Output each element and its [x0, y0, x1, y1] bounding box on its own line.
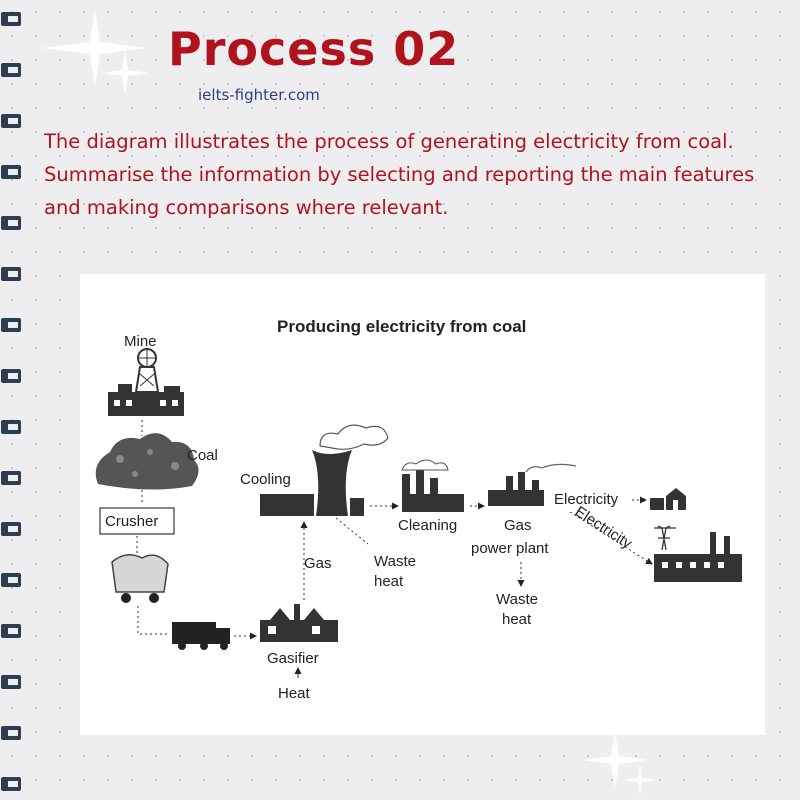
- diagram-canvas: Producing electricity from coal Mine Coa…: [95, 317, 742, 702]
- binding-hole: [8, 577, 18, 583]
- flow-arrow: [335, 517, 369, 545]
- gasifier-icon: [260, 604, 338, 642]
- prompt-line-2: Summarise the information by selecting a…: [44, 163, 755, 219]
- flow-arrow: [137, 606, 168, 635]
- binding-hole: [8, 424, 18, 430]
- label-gas-power-plant-b: power plant: [471, 540, 549, 557]
- label-waste-heat-1a: Waste: [374, 553, 416, 570]
- coal-pile-icon: [95, 433, 199, 490]
- sparkle-icon: [101, 51, 149, 95]
- binding-hole: [8, 271, 18, 277]
- gas-power-plant-icon: [488, 463, 577, 506]
- prompt-line-1: The diagram illustrates the process of g…: [44, 130, 734, 153]
- label-waste-heat-2a: Waste: [496, 591, 538, 608]
- binding-hole: [8, 628, 18, 634]
- label-electricity-1: Electricity: [554, 491, 619, 508]
- label-cooling: Cooling: [240, 471, 291, 488]
- process-diagram: Producing electricity from coal Mine Coa…: [80, 274, 765, 735]
- cleaning-plant-icon: [401, 459, 464, 512]
- label-crusher: Crusher: [105, 513, 158, 530]
- binding-hole: [8, 373, 18, 379]
- coal-cart-icon: [111, 554, 169, 603]
- label-gas: Gas: [304, 555, 332, 572]
- crusher-box: [99, 507, 175, 535]
- cooling-tower-icon: [260, 424, 389, 516]
- binding-hole: [8, 322, 18, 328]
- label-gas-power-plant-a: Gas: [504, 517, 532, 534]
- binding-hole: [8, 169, 18, 175]
- binding-hole: [8, 67, 18, 73]
- label-mine: Mine: [124, 333, 157, 350]
- factory-icon: [654, 525, 742, 582]
- label-cleaning: Cleaning: [398, 517, 457, 534]
- label-coal: Coal: [187, 447, 218, 464]
- binding-hole: [8, 679, 18, 685]
- sparkle-icon: [582, 732, 648, 788]
- page-title: Process 02: [168, 22, 460, 76]
- binding-hole: [8, 781, 18, 787]
- truck-icon: [172, 622, 230, 650]
- binding-hole: [8, 220, 18, 226]
- house-icon: [650, 488, 686, 510]
- label-electricity-2: Electricity: [572, 503, 635, 552]
- binding-hole: [8, 475, 18, 481]
- sparkle-icon: [621, 763, 659, 797]
- mine-icon: [108, 348, 184, 416]
- binding-hole: [8, 526, 18, 532]
- label-gasifier: Gasifier: [267, 650, 319, 667]
- flow-arrow: [569, 511, 653, 565]
- spiral-binding: [1, 12, 21, 791]
- binding-hole: [8, 118, 18, 124]
- label-waste-heat-1b: heat: [374, 573, 404, 590]
- label-waste-heat-2b: heat: [502, 611, 532, 628]
- sparkle-icon: [42, 10, 148, 86]
- label-heat: Heat: [278, 685, 311, 702]
- binding-hole: [8, 16, 18, 22]
- website-label: ielts-fighter.com: [198, 86, 320, 104]
- binding-hole: [8, 730, 18, 736]
- task-prompt: The diagram illustrates the process of g…: [44, 125, 794, 224]
- diagram-title: Producing electricity from coal: [277, 317, 526, 336]
